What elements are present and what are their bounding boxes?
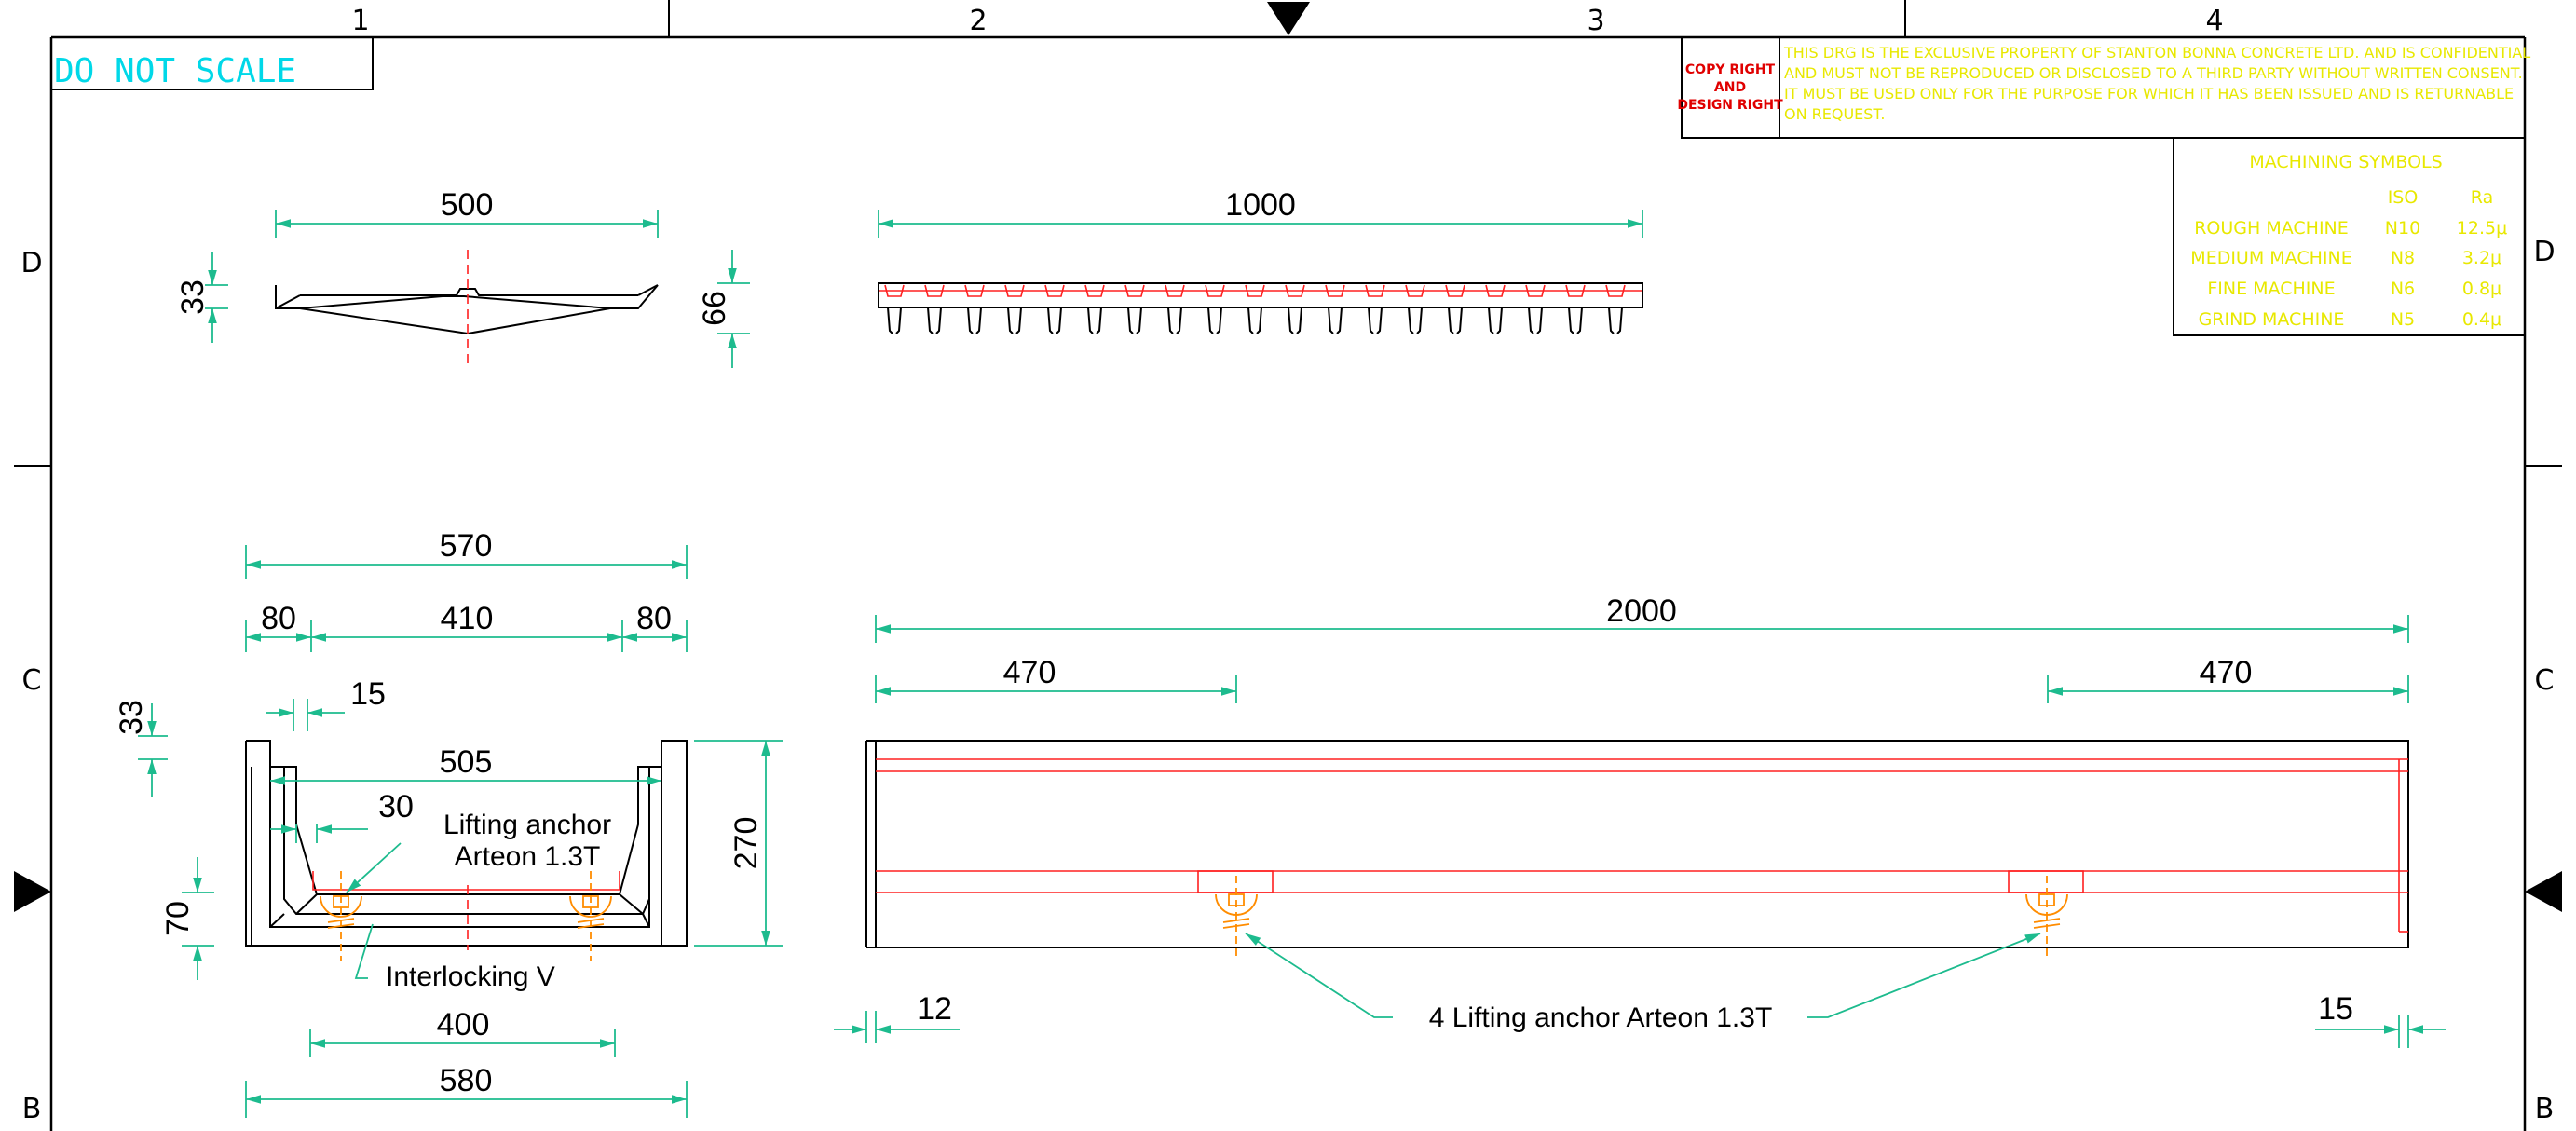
do-not-scale-box: DO NOT SCALE [51,37,374,90]
section-base-thickness-label: 70 [160,901,196,936]
section-lip-offset-label: 15 [350,676,386,712]
left-center-mark-icon [14,871,51,912]
elevation-anchor-right-offset-label: 470 [2200,655,2253,690]
section-chamfer-label: 30 [378,789,414,824]
channel-section-dimensions: 570 80 410 80 15 33 505 30 [114,528,783,1118]
copyright-notice: COPY RIGHT AND DESIGN RIGHT THIS DRG IS … [1677,37,2530,139]
machining-col-ra: Ra [2471,187,2493,208]
machining-row-name: ROUGH MACHINE [2194,218,2349,238]
drawing-frame [14,0,2562,1131]
lifting-anchor-right [569,871,612,961]
grid-row-d-right: D [2533,236,2555,268]
machining-title: MACHINING SYMBOLS [2249,152,2442,172]
grid-row-d-left: D [20,247,42,279]
grating-teeth-outline [884,284,1626,297]
anchor-callout-line2: Arteon 1.3T [455,841,601,872]
grid-row-c-right: C [2535,664,2555,697]
channel-elevation [865,740,2409,948]
section-right-lip-label: 80 [636,601,672,636]
grating-side-height-label: 66 [697,291,732,326]
notice-line-4: ON REQUEST. [1784,105,1885,123]
machining-col-iso: ISO [2388,187,2419,208]
lifting-anchor-left [320,871,362,961]
section-base-outer-label: 580 [440,1063,493,1098]
section-lip-depth-label: 33 [114,700,149,735]
machining-row-name: MEDIUM MACHINE [2190,248,2351,268]
interlock-callout: Interlocking V [386,961,555,992]
notice-line-3: IT MUST BE USED ONLY FOR THE PURPOSE FOR… [1784,85,2514,102]
machining-row-ra: 0.8μ [2462,279,2501,299]
grating-end-view-dimensions: 500 33 [175,187,659,343]
section-depth-label: 270 [729,817,764,870]
grid-row-b-right: B [2535,1093,2555,1125]
notice-line-2: AND MUST NOT BE REPRODUCED OR DISCLOSED … [1784,64,2523,82]
section-seat-width-label: 505 [440,744,493,780]
elevation-anchor-right [2025,876,2068,960]
elevation-anchor-left [1215,876,1258,960]
copyright-badge-line3: DESIGN RIGHT [1677,98,1783,113]
grating-teeth [887,307,1623,334]
machining-symbols-table: MACHINING SYMBOLS ISO Ra ROUGH MACHINE N… [2173,138,2525,336]
elevation-end-left-label: 12 [917,991,952,1027]
grid-col-2: 2 [969,5,987,37]
channel-elevation-dimensions: 2000 470 470 12 15 [834,593,2446,1048]
machining-row-iso: N8 [2391,248,2415,268]
elevation-end-right-label: 15 [2318,991,2353,1027]
grid-references: 1 2 3 4 D C B D C B [20,5,2555,1125]
top-center-mark-icon [1267,2,1310,35]
section-inner-width-label: 410 [441,601,494,636]
notice-line-1: THIS DRG IS THE EXCLUSIVE PROPERTY OF ST… [1783,44,2530,61]
section-callouts: Lifting anchor Arteon 1.3T Interlocking … [346,810,611,992]
anchor-callout-line1: Lifting anchor [443,810,611,840]
grating-side-view-dimensions: 1000 66 [697,187,1643,368]
section-left-lip-label: 80 [261,601,296,636]
machining-row-name: GRIND MACHINE [2199,309,2345,330]
machining-row-iso: N6 [2391,279,2415,299]
grating-end-view [275,250,659,365]
do-not-scale-text: DO NOT SCALE [54,52,296,90]
elevation-anchor-left-offset-label: 470 [1003,655,1056,690]
machining-row-ra: 0.4μ [2462,309,2501,330]
section-overall-width-label: 570 [440,528,493,564]
grating-width-label: 500 [441,187,494,223]
right-center-mark-icon [2525,871,2562,912]
section-base-inner-label: 400 [437,1007,490,1042]
machining-row-iso: N5 [2391,309,2415,330]
machining-row-name: FINE MACHINE [2207,279,2335,299]
grid-col-4: 4 [2205,5,2223,37]
grating-length-label: 1000 [1225,187,1296,223]
copyright-badge-line1: COPY RIGHT [1685,62,1776,77]
machining-row-ra: 12.5μ [2457,218,2507,238]
elevation-anchor-callout: 4 Lifting anchor Arteon 1.3T [1429,1002,1773,1033]
grid-row-b-left: B [22,1093,42,1125]
grid-col-3: 3 [1587,5,1604,37]
machining-row-ra: 3.2μ [2462,248,2501,268]
copyright-badge-line2: AND [1714,80,1746,95]
grid-row-c-left: C [22,664,42,697]
elevation-callout: 4 Lifting anchor Arteon 1.3T [1245,933,2041,1033]
machining-row-iso: N10 [2385,218,2420,238]
grid-col-1: 1 [351,5,369,37]
grating-height-label: 33 [175,279,211,315]
grating-side-view [878,282,1643,334]
elevation-length-label: 2000 [1606,593,1677,629]
